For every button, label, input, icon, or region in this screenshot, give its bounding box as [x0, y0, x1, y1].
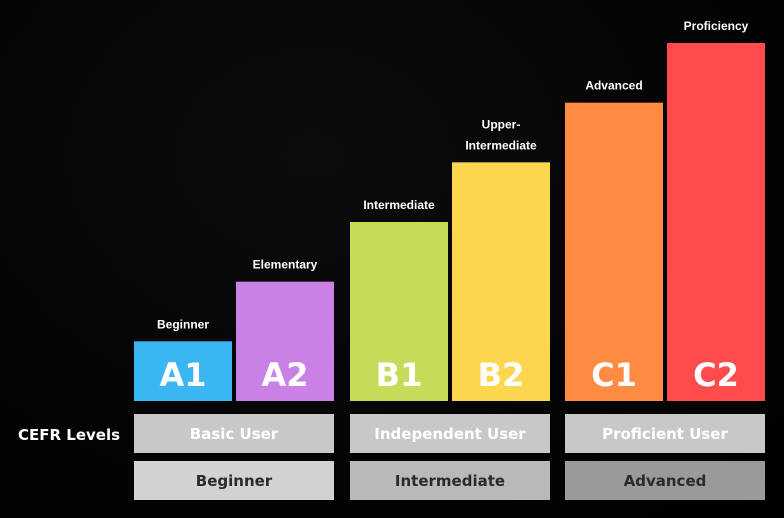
bar-label-a1: Beginner: [157, 317, 209, 331]
bar-label-c2: Proficiency: [684, 19, 749, 33]
bar-label-b2-line-2: Intermediate: [465, 138, 537, 152]
bar-code-a2: A2: [261, 356, 308, 394]
bar-label-b1: Intermediate: [363, 198, 435, 212]
bar-b2: [452, 162, 550, 401]
user-box-beginner: [134, 414, 334, 453]
bar-code-c2: C2: [693, 356, 739, 394]
bar-label-a2: Elementary: [253, 258, 318, 272]
level-box-advanced: [565, 461, 765, 500]
bar-b1: [350, 222, 448, 401]
user-box-advanced: [565, 414, 765, 453]
level-label-beginner: Beginner: [196, 472, 273, 490]
bar-a1: [134, 341, 232, 401]
bar-c2: [667, 43, 765, 401]
bar-code-a1: A1: [159, 356, 206, 394]
level-box-beginner: [134, 461, 334, 500]
user-box-intermediate: [350, 414, 550, 453]
level-box-intermediate: [350, 461, 550, 500]
bar-code-c1: C1: [591, 356, 637, 394]
bar-label-b2-line-1: Upper-: [482, 117, 521, 131]
bar-code-b2: B2: [478, 356, 525, 394]
user-label-advanced: Proficient User: [602, 425, 728, 443]
user-label-intermediate: Independent User: [374, 425, 526, 443]
bar-label-c1: Advanced: [585, 79, 642, 93]
row-label-cefr-levels: CEFR Levels: [18, 426, 120, 444]
user-label-beginner: Basic User: [190, 425, 279, 443]
level-label-intermediate: Intermediate: [395, 472, 505, 490]
bar-c1: [565, 102, 663, 402]
bar-a2: [236, 281, 334, 401]
bar-code-b1: B1: [376, 356, 423, 394]
level-label-advanced: Advanced: [624, 472, 707, 490]
